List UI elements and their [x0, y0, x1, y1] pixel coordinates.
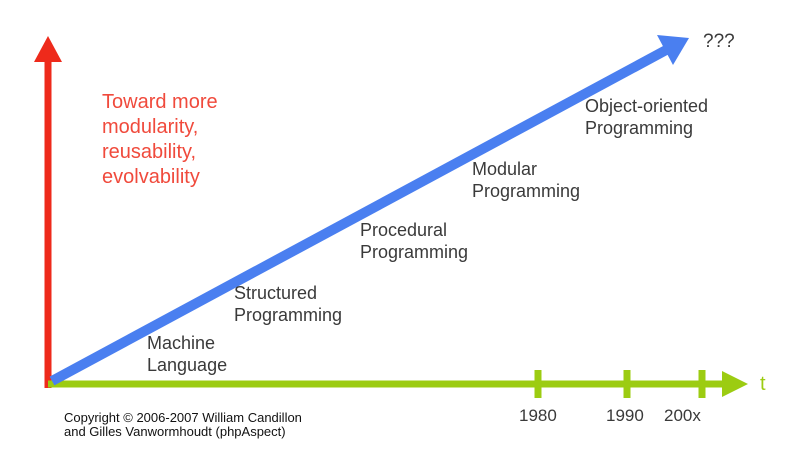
stage-object-oriented-programming: Object-oriented Programming [585, 96, 708, 139]
stage-line: Language [147, 354, 228, 375]
evolution-arrow-line [49, 44, 671, 386]
stage-line: Modular [472, 159, 538, 179]
goal-line: Toward more [102, 91, 218, 113]
stage-line: Object-oriented [585, 96, 709, 116]
stage-line: Programming [585, 117, 694, 138]
stage-structured-programming: Structured Programming [234, 283, 342, 326]
goal-line: modularity, [102, 116, 199, 138]
modularity-axis-arrowhead [34, 36, 62, 62]
copyright-line: and Gilles Vanwormhoudt (phpAspect) [64, 424, 286, 440]
stage-line: Machine [147, 333, 216, 353]
stage-machine-language: Machine Language [147, 333, 227, 376]
goal-line: reusability, [102, 141, 197, 163]
time-axis-label: t [760, 373, 766, 395]
end-label: ??? [703, 31, 735, 52]
stage-line: Programming [234, 304, 343, 325]
time-axis-arrowhead [722, 371, 748, 397]
evolution-arrow-arrowhead [657, 35, 689, 65]
tick-label-200x: 200x [664, 406, 701, 425]
stage-line: Programming [360, 241, 469, 262]
stage-procedural-programming: Procedural Programming [360, 220, 468, 263]
copyright-notice: Copyright © 2006-2007 William Candillon … [64, 410, 302, 440]
stage-line: Procedural [360, 220, 448, 240]
goal-text: Toward more modularity, reusability, evo… [102, 90, 218, 190]
stage-line: Programming [472, 180, 581, 201]
copyright-line: Copyright © 2006-2007 William Candillon [64, 410, 302, 425]
goal-line: evolvability [102, 166, 200, 188]
stage-line: Structured [234, 283, 318, 303]
tick-label-1990: 1990 [606, 406, 644, 425]
tick-label-1980: 1980 [519, 406, 557, 425]
stage-modular-programming: Modular Programming [472, 159, 580, 202]
